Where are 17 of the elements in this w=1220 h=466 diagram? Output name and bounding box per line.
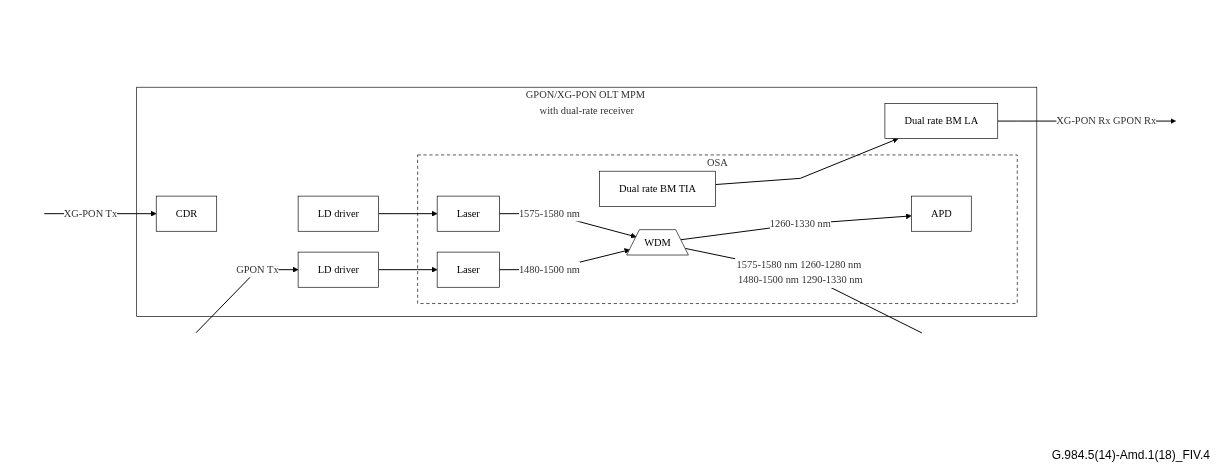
- edge-label: XG-PON Rx GPON Rx: [1056, 115, 1157, 127]
- edge-label: 1575-1580 nm 1260-1280 nm 1480-1500 nm 1290-1330 nm: [736, 258, 863, 286]
- node-box: Dual rate BM LA: [884, 103, 999, 140]
- edge-label: GPON Tx: [236, 264, 279, 276]
- node-box: Laser: [436, 251, 500, 288]
- node-box: CDR: [155, 196, 218, 232]
- node-box: Laser: [436, 196, 500, 232]
- edge-label: 1260-1330 nm: [769, 218, 831, 230]
- node-box: APD: [911, 196, 972, 232]
- edge-label: 1575-1580 nm: [518, 208, 580, 220]
- edge-label: 1480-1500 nm: [518, 264, 580, 276]
- node-box: LD driver: [297, 196, 379, 232]
- connector: [684, 248, 923, 334]
- node-box: Dual rate BM TIA: [599, 171, 716, 207]
- edge-label: XG-PON Tx: [63, 208, 118, 220]
- node-box: LD driver: [297, 251, 379, 288]
- figure-id-note: G.984.5(14)-Amd.1(18)_FIV.4: [1051, 448, 1210, 462]
